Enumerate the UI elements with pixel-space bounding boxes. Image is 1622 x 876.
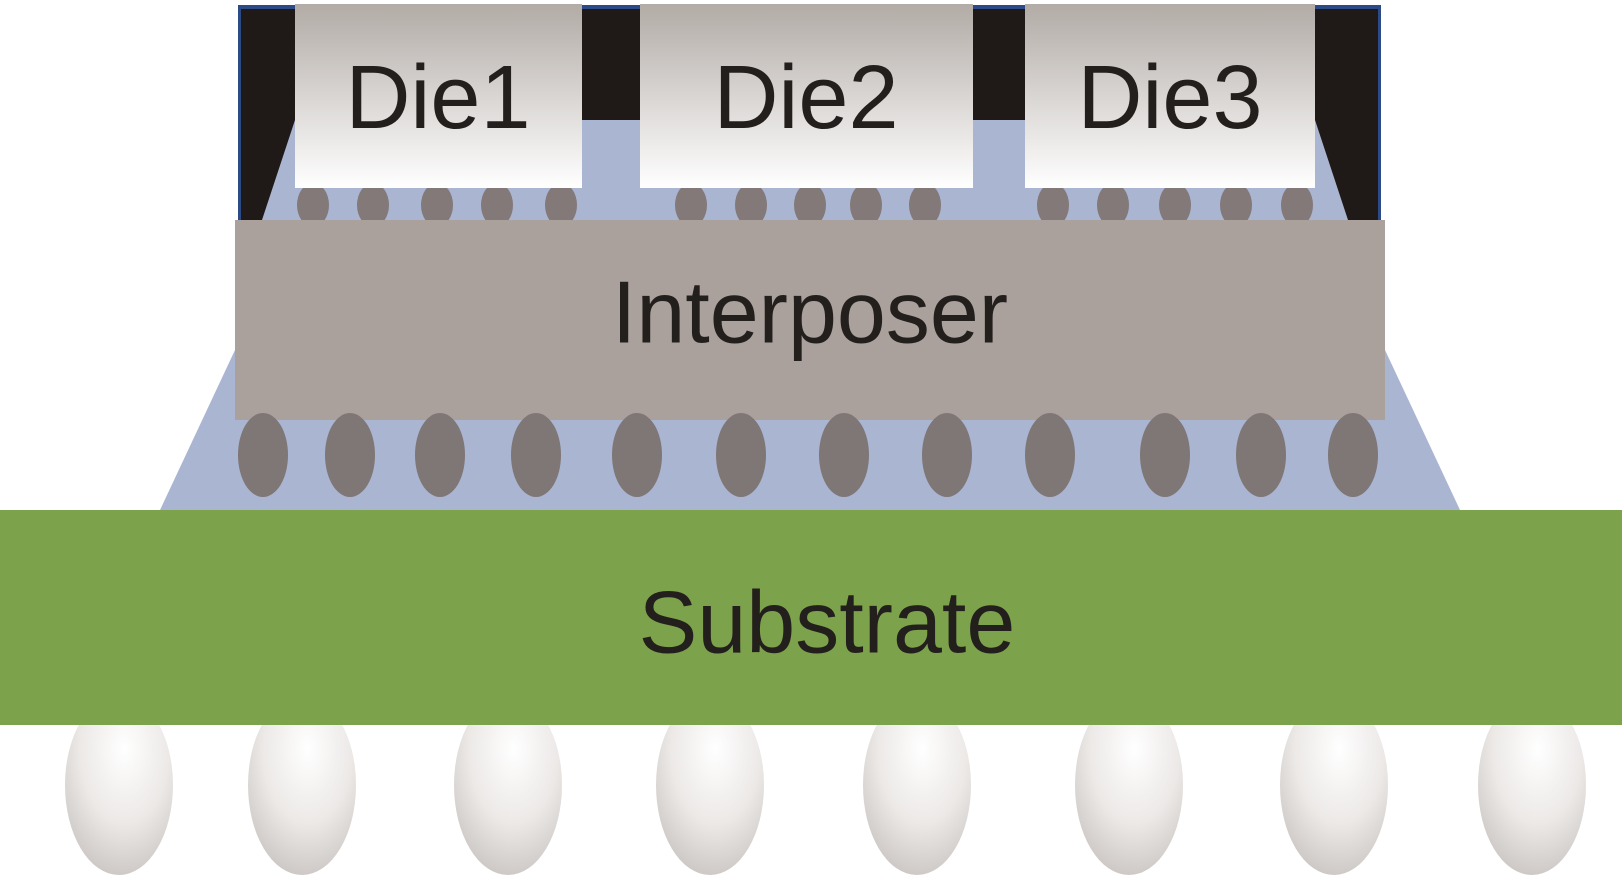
solder-ball [656,695,764,875]
micro-bump [850,183,882,227]
micro-bump [735,183,767,227]
micro-bump [1037,183,1069,227]
c4-bump [238,413,288,497]
micro-bump-row [297,183,1313,227]
micro-bump [297,183,329,227]
c4-bump [716,413,766,497]
die-label: Die1 [345,48,530,148]
solder-ball-row [65,695,1586,875]
micro-bump [1159,183,1191,227]
micro-bump [1220,183,1252,227]
solder-ball [1280,695,1388,875]
c4-bump [511,413,561,497]
solder-ball [1075,695,1183,875]
micro-bump [675,183,707,227]
c4-bump [819,413,869,497]
solder-ball [454,695,562,875]
solder-ball [863,695,971,875]
die-label: Die3 [1077,48,1262,148]
c4-bump [922,413,972,497]
substrate-label: Substrate [639,573,1016,672]
c4-bump-row [238,413,1378,497]
die-label: Die2 [713,48,898,148]
solder-ball [248,695,356,875]
interposer-label: Interposer [612,263,1008,362]
micro-bump [909,183,941,227]
c4-bump [415,413,465,497]
die-2: Die2 [640,4,973,188]
solder-ball [65,695,173,875]
micro-bump [1281,183,1313,227]
solder-ball [1478,695,1586,875]
micro-bump [357,183,389,227]
c4-bump [1236,413,1286,497]
c4-bump [1025,413,1075,497]
die-3: Die3 [1025,4,1315,188]
micro-bump [794,183,826,227]
c4-bump [1328,413,1378,497]
c4-bump [612,413,662,497]
micro-bump [1097,183,1129,227]
micro-bump [481,183,513,227]
die-1: Die1 [295,4,582,188]
c4-bump [1140,413,1190,497]
micro-bump [545,183,577,227]
interposer: Interposer [235,220,1385,420]
micro-bump [421,183,453,227]
c4-bump [325,413,375,497]
substrate: Substrate [0,510,1622,725]
